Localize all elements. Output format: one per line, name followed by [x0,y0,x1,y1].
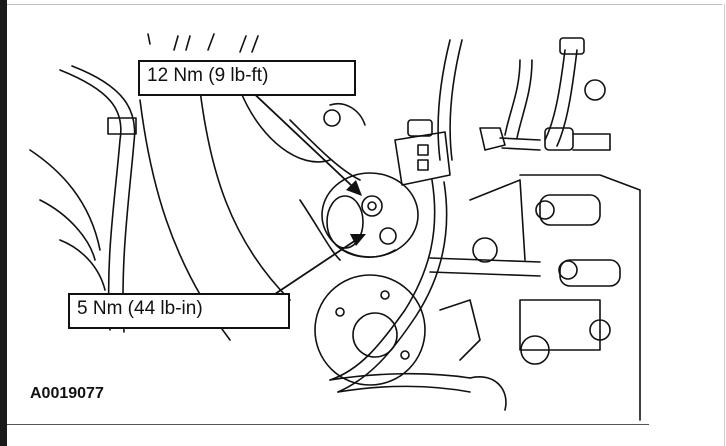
torque-callout-upper: 12 Nm (9 lb-ft) [138,60,356,96]
fuel-lines [504,37,611,151]
left-hose [29,65,137,333]
electrical-connector [394,119,451,186]
figure-id: A0019077 [30,385,104,402]
top-rule [7,4,722,5]
right-rule [724,4,725,446]
lower-housing [314,274,481,386]
sensor-body [321,172,419,258]
engine-block [429,174,641,421]
leader-lines [247,87,357,297]
center-housing [139,89,366,341]
torque-callout-lower: 5 Nm (44 lb-in) [68,293,290,329]
bolt-top [479,127,541,151]
arrowheads [346,180,366,246]
left-frame-bar [0,0,7,446]
bottom-rule [7,424,649,425]
wiring-harness [329,39,507,411]
hatch-marks-top [147,33,259,53]
